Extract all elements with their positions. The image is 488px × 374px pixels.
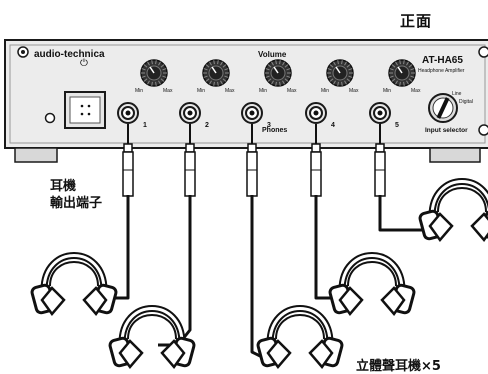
- model-subtitle: Headphone Amplifier: [418, 68, 465, 74]
- volume-knob-1[interactable]: Min Max: [135, 59, 173, 94]
- headphone-1-icon: [30, 252, 118, 317]
- headphone-jack-4[interactable]: 4: [305, 102, 335, 129]
- knob-max-label: Max: [411, 88, 421, 94]
- knob-max-label: Max: [287, 88, 297, 94]
- knob-max-label: Max: [225, 88, 235, 94]
- headphone-3-icon: [256, 305, 344, 370]
- power-indicator-led: [44, 112, 56, 124]
- headphone-jack-5[interactable]: 5: [369, 102, 399, 129]
- jack-number: 3: [267, 122, 271, 129]
- jack-output-label: 耳機 輸出端子: [50, 178, 102, 212]
- power-button[interactable]: [64, 91, 106, 129]
- cable-3: [250, 195, 283, 362]
- volume-label: Volume: [258, 50, 287, 59]
- headphone-jacks: 1 2 3 4 5: [117, 102, 399, 129]
- headphones-count-label: 立體聲耳機×5: [356, 359, 441, 374]
- jack-number: 2: [205, 122, 209, 129]
- headphones-group: [30, 178, 488, 370]
- knob-min-label: Min: [383, 88, 391, 94]
- volume-knob-2[interactable]: Min Max: [197, 59, 235, 94]
- volume-knob-3[interactable]: Min Max: [259, 59, 297, 94]
- volume-knob-5[interactable]: Min Max: [383, 59, 421, 94]
- cable-4: [314, 195, 338, 300]
- front-view-title: 正面: [400, 12, 433, 30]
- input-selector-label: Input selector: [425, 127, 468, 134]
- headphone-jack-3[interactable]: 3: [241, 102, 271, 129]
- phones-label: Phones: [262, 127, 287, 134]
- jack-number: 4: [331, 122, 335, 129]
- cable-5: [378, 195, 437, 232]
- jack-label-line2: 輸出端子: [50, 196, 103, 211]
- knob-min-label: Min: [259, 88, 267, 94]
- jack-number: 5: [395, 122, 399, 129]
- plug-4: [310, 124, 322, 197]
- knob-max-label: Max: [163, 88, 173, 94]
- headphone-2-icon: [108, 305, 196, 370]
- screw-icon: [17, 46, 29, 58]
- headphone-4-icon: [328, 252, 416, 317]
- headphone-jack-1[interactable]: 1: [117, 102, 147, 129]
- selector-digital-label: Digital: [459, 99, 473, 105]
- power-icon: ⏻: [80, 58, 88, 69]
- brand-logo: audio-technica: [34, 49, 105, 60]
- plug-5: [374, 124, 386, 197]
- knob-min-label: Min: [135, 88, 143, 94]
- screw-icon: [478, 124, 488, 136]
- volume-knob-4[interactable]: Min Max: [321, 59, 359, 94]
- model-name: AT-HA65: [422, 55, 463, 66]
- jack-label-line1: 耳機: [50, 179, 77, 194]
- headphone-jack-2[interactable]: 2: [179, 102, 209, 129]
- screw-icon: [478, 46, 488, 58]
- jack-number: 1: [143, 122, 147, 129]
- cables: [100, 124, 437, 362]
- selector-line-label: Line: [452, 91, 462, 97]
- volume-knobs: Min Max Min Max Min Max Min Max Min Max: [135, 59, 421, 94]
- input-selector-knob[interactable]: [428, 93, 458, 123]
- knob-min-label: Min: [197, 88, 205, 94]
- knob-max-label: Max: [349, 88, 359, 94]
- headphone-5-icon: [418, 178, 488, 243]
- knob-min-label: Min: [321, 88, 329, 94]
